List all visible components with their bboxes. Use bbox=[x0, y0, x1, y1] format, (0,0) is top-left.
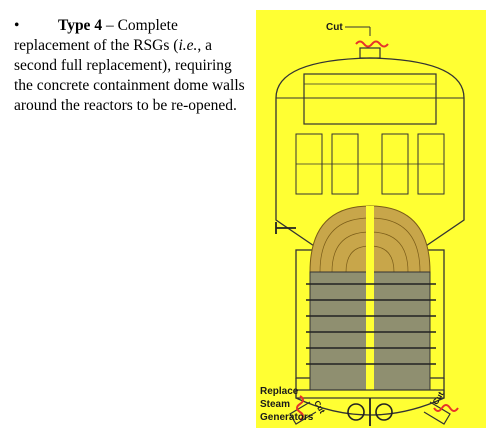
type4-paragraph: • Type 4 – Complete replacement of the RS… bbox=[14, 16, 246, 116]
paragraph-text-1: – Complete replacement of the RSGs ( bbox=[14, 17, 179, 54]
bullet: • bbox=[14, 17, 20, 34]
cut-wave-left bbox=[296, 395, 304, 421]
ie-abbrev: i.e. bbox=[178, 37, 198, 54]
manway-left bbox=[347, 403, 365, 421]
caption-line-2: Steam bbox=[260, 399, 290, 410]
steam-generator-diagram: Cut Cut Cut Replace Steam bbox=[256, 10, 486, 428]
cut-label-top: Cut bbox=[326, 22, 343, 33]
type-label: Type 4 bbox=[58, 17, 103, 34]
paragraph-text-2: , a second full replacement), requiring … bbox=[14, 37, 245, 114]
cut-wave-right bbox=[433, 404, 459, 412]
tube-lane bbox=[366, 206, 374, 390]
manway-right bbox=[375, 403, 393, 421]
caption-line-1: Replace bbox=[260, 386, 299, 397]
cut-wave-top bbox=[355, 40, 389, 48]
dryer-box bbox=[303, 73, 437, 125]
caption-line-3: Generators bbox=[260, 412, 314, 423]
outlet-nozzle bbox=[423, 401, 451, 425]
inlet-nozzle bbox=[289, 401, 317, 425]
